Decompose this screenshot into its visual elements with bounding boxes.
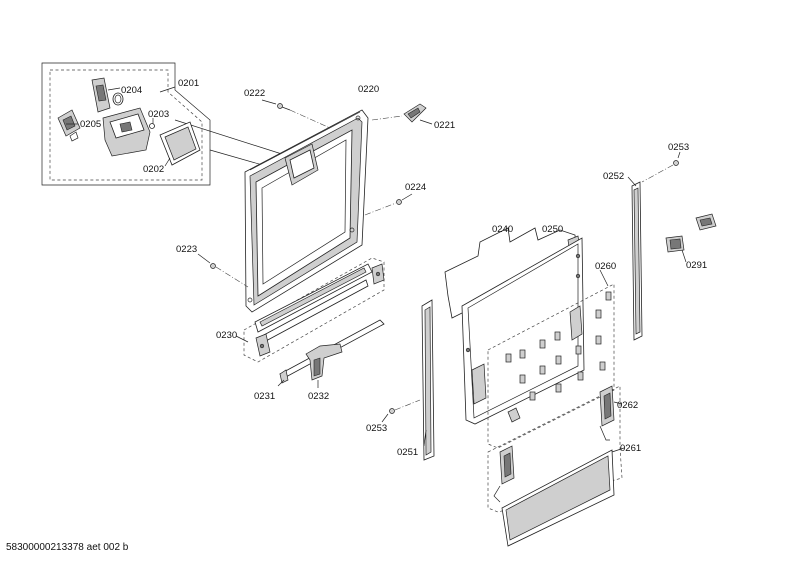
label-0260: 0260 (595, 261, 616, 272)
drawing-reference-number: 58300000213378 aet 002 b (6, 542, 129, 553)
label-0224: 0224 (405, 182, 426, 193)
inner-frame-0260 (487, 269, 615, 449)
side-strip-0252 (627, 176, 643, 341)
clip-parts-0291 (665, 213, 717, 263)
hinge-assembly-0262 (487, 385, 623, 513)
label-0221: 0221 (434, 120, 455, 131)
label-0203: 0203 (148, 109, 169, 120)
screw-0223 (197, 253, 249, 288)
label-0262: 0262 (617, 400, 638, 411)
screw-0224 (364, 193, 413, 216)
label-0253-upper: 0253 (668, 142, 689, 153)
label-0230: 0230 (216, 330, 237, 341)
clip-0221 (371, 103, 433, 125)
label-0223: 0223 (176, 244, 197, 255)
bottom-strip-assembly-0230 (235, 257, 385, 363)
hinge-bracket-0232 (305, 343, 343, 388)
label-0261: 0261 (620, 443, 641, 454)
detail-inset-0201 (41, 62, 286, 186)
label-0291: 0291 (686, 260, 707, 271)
label-0250: 0250 (542, 224, 563, 235)
screw-0253-upper (641, 151, 681, 183)
small-part-0205 (57, 109, 81, 142)
door-panel-0250 (461, 237, 585, 425)
label-0232: 0232 (308, 391, 329, 402)
door-inner-panel-0220 (244, 109, 369, 313)
screw-0222 (261, 99, 331, 129)
label-0202: 0202 (143, 164, 164, 175)
label-0201: 0201 (178, 78, 199, 89)
label-0253-lower: 0253 (366, 423, 387, 434)
label-0251: 0251 (397, 447, 418, 458)
door-lock-0203 (102, 107, 155, 157)
label-0252: 0252 (603, 171, 624, 182)
label-0205: 0205 (80, 119, 101, 130)
label-0220: 0220 (358, 84, 379, 95)
label-0231: 0231 (254, 391, 275, 402)
bottom-panel-0261 (501, 447, 625, 547)
cover-plate-0202 (159, 121, 201, 166)
label-0240: 0240 (492, 224, 513, 235)
label-0204: 0204 (121, 85, 142, 96)
side-strip-0251 (421, 299, 435, 461)
screw-0253-lower (381, 399, 421, 423)
label-0222: 0222 (244, 88, 265, 99)
latch-part-0204 (91, 77, 124, 113)
